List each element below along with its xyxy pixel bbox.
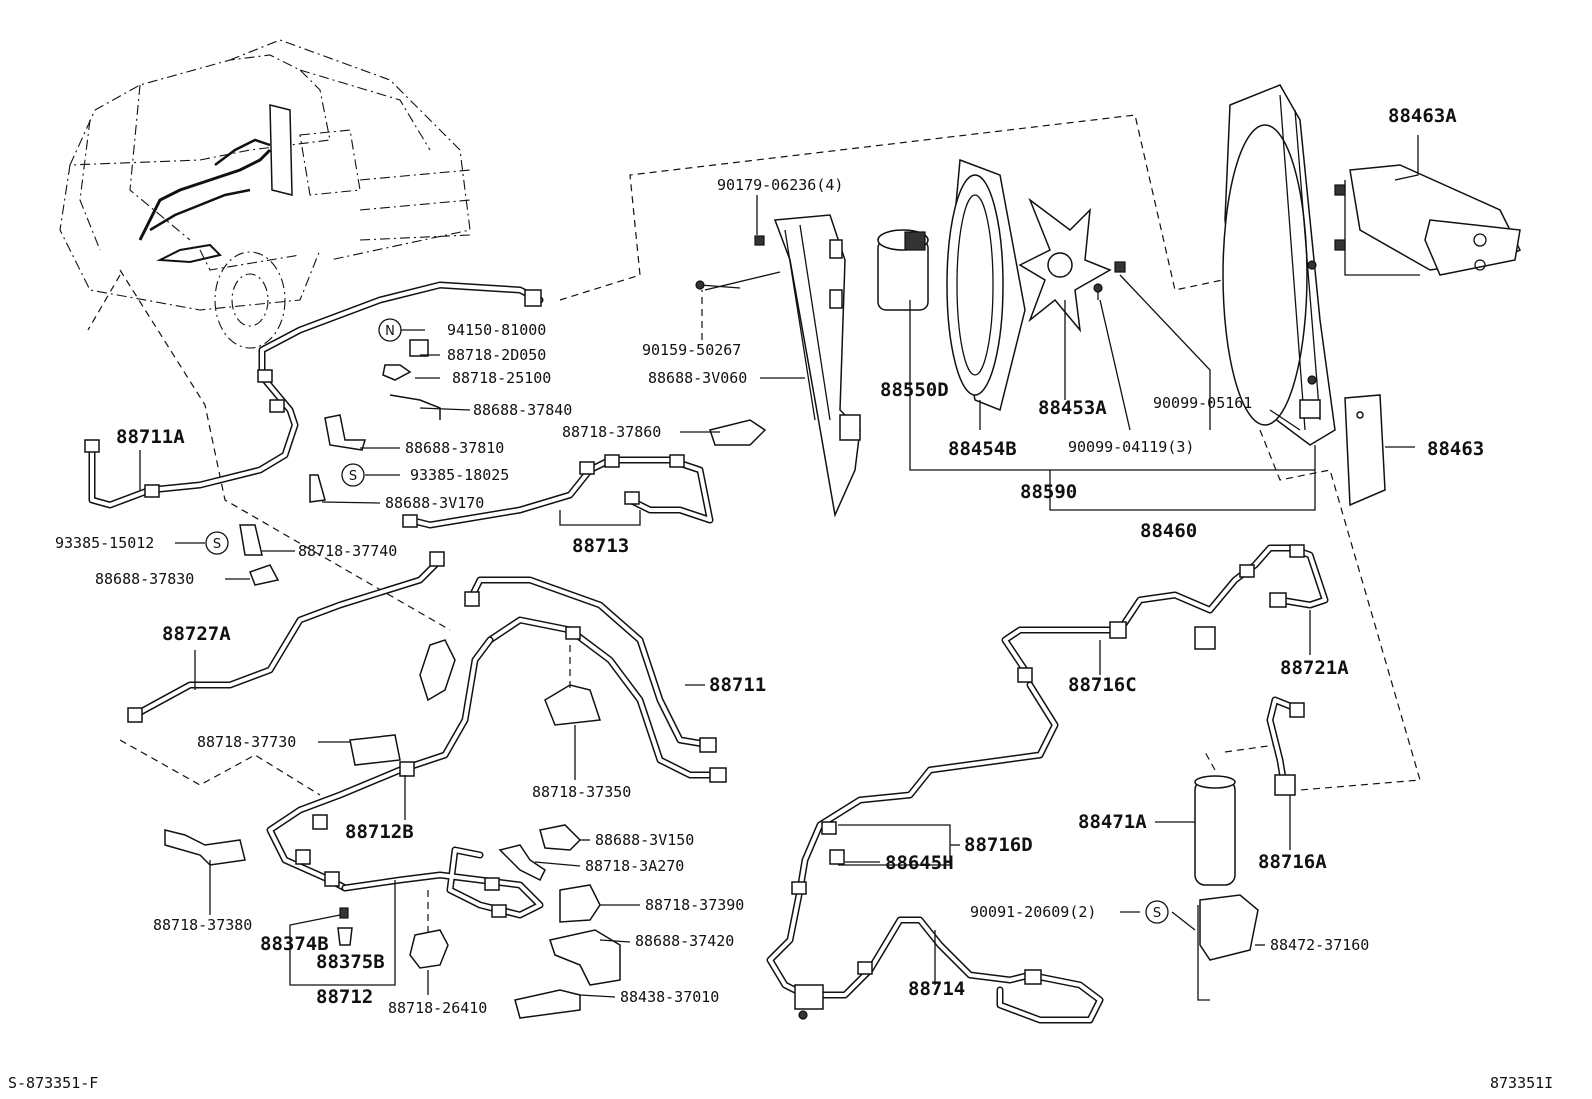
s-mark-circle [341,463,365,487]
footer-right-code: 873351I [1490,1074,1553,1092]
drier-bracket-88472-37160 [1197,894,1259,1001]
label-93385-18025: 93385-18025 [410,466,509,484]
label-88463: 88463 [1427,438,1484,460]
condenser-88460 [1222,84,1336,446]
footer-left-code: S-873351-F [8,1074,98,1092]
label-88471A: 88471A [1078,811,1147,833]
label-88716A: 88716A [1258,851,1327,873]
label-88718-37740: 88718-37740 [298,542,397,560]
label-88716C: 88716C [1068,674,1137,696]
condenser-shroud-88688-3V060 [773,214,861,518]
label-88688-37810: 88688-37810 [405,439,504,457]
n-mark: N [385,324,395,339]
bracket-88463 [1344,394,1386,507]
label-88718-37860: 88718-37860 [562,423,661,441]
pipe-fittings [84,289,1305,1020]
label-88688-37420: 88688-37420 [635,932,734,950]
label-94150-81000: 94150-81000 [447,321,546,339]
label-88718-37380: 88718-37380 [153,916,252,934]
label-88712B: 88712B [345,821,414,843]
label-88688-3V150: 88688-3V150 [595,831,694,849]
part-labels: 88463A 90179-06236(4) 90159-50267 88688-… [55,105,1484,1017]
label-88438-37010: 88438-37010 [620,988,719,1006]
cover-88463A [1334,164,1522,276]
label-88712: 88712 [316,986,373,1008]
label-88645H: 88645H [885,852,954,874]
label-90091-20609: 90091-20609(2) [970,903,1096,921]
s-mark: S [1153,906,1161,921]
label-88550D: 88550D [880,379,949,401]
label-88711: 88711 [709,674,766,696]
label-88454B: 88454B [948,438,1017,460]
circle-marks: N S S S [205,318,1169,924]
label-88688-37840: 88688-37840 [473,401,572,419]
s-mark-circle [205,531,229,555]
label-88718-37730: 88718-37730 [197,733,296,751]
label-88718-37390: 88718-37390 [645,896,744,914]
label-88711A: 88711A [116,426,185,448]
small-fasteners [695,235,1126,300]
receiver-drier-88471A [1194,775,1236,886]
label-88714: 88714 [908,978,965,1000]
brackets-and-clamps [164,339,767,1019]
label-90159-50267: 90159-50267 [642,341,741,359]
n-mark-circle [378,318,402,342]
label-88718-3A270: 88718-3A270 [585,857,684,875]
s-mark: S [349,469,357,484]
label-88718-37350: 88718-37350 [532,783,631,801]
leader-lines [139,135,1419,998]
label-88472-37160: 88472-37160 [1270,936,1369,954]
label-93385-15012: 93385-15012 [55,534,154,552]
truck-cab-illustration [59,39,471,349]
label-88718-25100: 88718-25100 [452,369,551,387]
label-90099-04119: 90099-04119(3) [1068,438,1194,456]
assembly-dashed-boundaries [87,114,1421,796]
fan-shroud-88454B [946,158,1026,412]
label-88718-2D050: 88718-2D050 [447,346,546,364]
label-88688-3V170: 88688-3V170 [385,494,484,512]
label-88375B: 88375B [316,951,385,973]
s-mark-circle [1145,900,1169,924]
s-mark: S [213,537,221,552]
label-88713: 88713 [572,535,629,557]
label-88688-37830: 88688-37830 [95,570,194,588]
label-88716D: 88716D [964,834,1033,856]
label-88590: 88590 [1020,481,1077,503]
label-88463A: 88463A [1388,105,1457,127]
label-88453A: 88453A [1038,397,1107,419]
label-90179-06236: 90179-06236(4) [717,176,843,194]
label-88718-26410: 88718-26410 [388,999,487,1017]
label-88721A: 88721A [1280,657,1349,679]
label-90099-05161: 90099-05161 [1153,394,1252,412]
fan-blade-88453A [1018,197,1112,333]
label-88374B: 88374B [260,933,329,955]
fan-motor-88550D [877,229,929,311]
label-88688-3V060: 88688-3V060 [648,369,747,387]
label-88727A: 88727A [162,623,231,645]
refrigerant-pipes [88,281,1329,1024]
label-88460: 88460 [1140,520,1197,542]
